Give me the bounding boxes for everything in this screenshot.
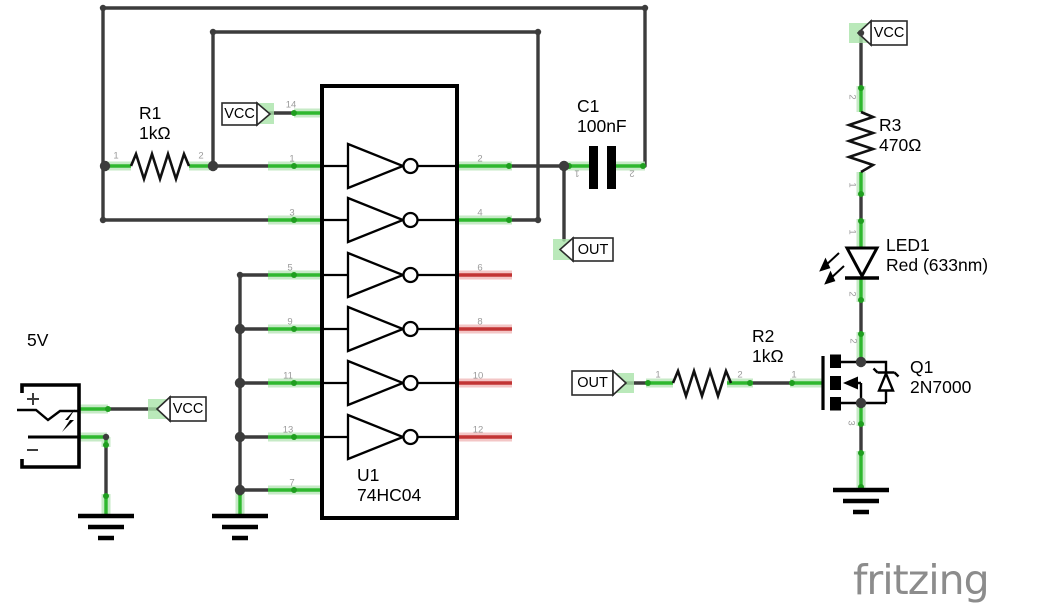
r2-pin-1: 1 xyxy=(655,369,661,381)
r2-value: 1kΩ xyxy=(752,345,784,366)
c1-pin-2: 2 xyxy=(629,167,635,179)
led-led1[interactable] xyxy=(819,246,880,285)
flag-text-vcc-battery: VCC xyxy=(172,401,204,417)
r1-ref: R1 xyxy=(139,103,162,123)
q1-ref: Q1 xyxy=(910,357,934,377)
ic-u1-74hc04[interactable] xyxy=(320,84,459,520)
ground-symbol-battery[interactable] xyxy=(78,513,134,541)
pin-stubs-connected[interactable] xyxy=(79,86,863,515)
c1-pin-1: 1 xyxy=(574,167,580,179)
u1-pin-3: 3 xyxy=(289,207,295,219)
led1-ref: LED1 xyxy=(886,235,930,255)
u1-pin-8: 8 xyxy=(477,316,483,328)
r1-pin-2: 2 xyxy=(198,150,204,162)
inverter-gate-1 xyxy=(322,142,457,190)
label-led1[interactable]: LED1 Red (633nm) xyxy=(886,235,989,275)
label-r2[interactable]: R2 1kΩ xyxy=(752,326,784,366)
label-5v[interactable]: 5V xyxy=(27,330,49,350)
mosfet-q1[interactable] xyxy=(821,354,900,411)
schematic-wires[interactable] xyxy=(101,6,863,499)
fritzing-logo: fritzing xyxy=(853,556,990,604)
u1-pin-11: 11 xyxy=(283,370,293,382)
r1-value: 1kΩ xyxy=(139,122,171,143)
wire-junction-dots xyxy=(99,4,867,496)
inverter-gate-4 xyxy=(322,305,457,353)
c1-value: 100nF xyxy=(577,115,627,136)
label-u1[interactable]: U1 74HC04 xyxy=(357,465,422,505)
u1-pin-9: 9 xyxy=(287,316,293,328)
u1-pin-1: 1 xyxy=(289,153,295,165)
pin-stubs-connected-glow xyxy=(79,86,866,515)
led1-pin-1: 1 xyxy=(846,229,858,235)
net-flag-vcc-battery[interactable] xyxy=(155,395,207,423)
pin-stubs-unconnected-glow xyxy=(457,270,512,442)
u1-ref: U1 xyxy=(357,465,380,485)
led-emission-arrows-icon xyxy=(819,252,845,285)
resistor-r1[interactable] xyxy=(129,149,191,184)
led1-pin-2: 2 xyxy=(846,291,858,297)
resistor-r3[interactable] xyxy=(844,110,878,174)
u1-pin-13: 13 xyxy=(282,424,294,436)
pin-stubs-unconnected[interactable] xyxy=(457,273,512,439)
r2-pin-2: 2 xyxy=(737,369,743,381)
q1-pin-2-drain: 2 xyxy=(847,338,859,344)
u1-pin-7: 7 xyxy=(289,477,295,489)
label-r3[interactable]: R3 470Ω xyxy=(879,115,922,155)
inverter-gate-6 xyxy=(322,413,457,461)
q1-pin-1-gate: 1 xyxy=(791,369,797,381)
r3-pin-2: 2 xyxy=(846,94,858,100)
net-flag-vcc-pin14[interactable] xyxy=(221,101,272,127)
led1-value: Red (633nm) xyxy=(886,254,989,275)
c1-ref: C1 xyxy=(577,96,600,116)
u1-pin-5: 5 xyxy=(287,262,293,274)
u1-pin-4: 4 xyxy=(477,207,483,219)
power-jack-5v[interactable] xyxy=(17,383,81,469)
r2-ref: R2 xyxy=(752,326,775,346)
net-endpoint-dots xyxy=(103,85,864,499)
flag-text-vcc-pin14: VCC xyxy=(224,106,255,122)
ground-symbol-q1[interactable] xyxy=(833,487,889,515)
q1-value: 2N7000 xyxy=(910,376,972,397)
net-flag-out-c1[interactable] xyxy=(558,236,614,263)
u1-pin-14: 14 xyxy=(285,99,297,111)
net-flag-out-r2[interactable] xyxy=(571,369,628,397)
q1-pin-3-source: 3 xyxy=(845,420,857,426)
label-r1[interactable]: R1 1kΩ xyxy=(139,103,171,143)
label-q1[interactable]: Q1 2N7000 xyxy=(910,357,972,397)
u1-pin-12: 12 xyxy=(472,424,484,436)
resistor-r2[interactable] xyxy=(671,366,733,401)
u1-value: 74HC04 xyxy=(357,484,422,505)
r3-value: 470Ω xyxy=(879,134,922,155)
ground-symbol-ic[interactable] xyxy=(212,513,268,541)
r3-ref: R3 xyxy=(879,115,902,135)
net-flag-vcc-r3[interactable] xyxy=(856,19,908,47)
lightning-bolt-icon xyxy=(62,409,75,432)
polarity-marks xyxy=(27,393,39,451)
r3-pin-1: 1 xyxy=(846,182,858,188)
flag-text-out-r2: OUT xyxy=(577,375,608,391)
label-c1[interactable]: C1 100nF xyxy=(577,96,627,136)
flag-text-vcc-r3: VCC xyxy=(873,25,905,41)
u1-pin-6: 6 xyxy=(477,262,483,274)
u1-pin-10: 10 xyxy=(472,370,484,382)
u1-pin-2: 2 xyxy=(477,153,483,165)
flag-text-out-c1: OUT xyxy=(577,242,609,258)
r1-pin-1: 1 xyxy=(113,150,119,162)
inverter-gate-2 xyxy=(322,196,457,244)
inverter-gate-5 xyxy=(322,359,457,407)
capacitor-c1[interactable] xyxy=(589,146,616,189)
net-flags xyxy=(155,19,908,423)
body-diode-icon xyxy=(861,360,900,405)
inverter-gate-3 xyxy=(322,251,457,299)
